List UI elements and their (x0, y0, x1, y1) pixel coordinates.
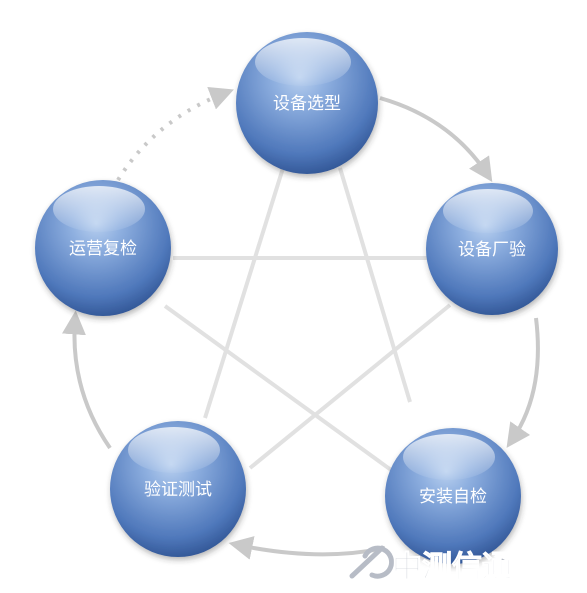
arrow-select-to-factory (379, 96, 493, 183)
c-swoosh-logo-icon (349, 545, 395, 579)
watermark-text: 中测信通 (392, 550, 512, 585)
node-label: 安装自检 (419, 487, 487, 507)
node-label: 设备厂验 (458, 240, 526, 260)
node-operation-review: 运营复检 (35, 180, 171, 316)
node-label: 验证测试 (144, 480, 212, 500)
node-factory-acceptance: 设备厂验 (426, 183, 558, 315)
arrow-review-to-select-dotted (116, 86, 234, 182)
node-label: 设备选型 (273, 94, 341, 114)
arrow-install-to-test (228, 536, 386, 560)
arrow-factory-to-install (506, 317, 540, 448)
node-label: 运营复检 (69, 239, 137, 259)
star-lines (163, 167, 452, 477)
node-equipment-selection: 设备选型 (236, 32, 378, 174)
watermark: 中测信通 (349, 545, 513, 586)
node-installation-self-check: 安装自检 (385, 428, 521, 564)
arrow-test-to-review (62, 310, 112, 450)
star-line-2 (163, 304, 400, 477)
star-line-4 (203, 167, 285, 419)
star-line-3 (248, 303, 452, 470)
cycle-arrows (62, 86, 540, 560)
node-verification-testing: 验证测试 (110, 421, 246, 557)
star-line-5 (338, 167, 412, 403)
